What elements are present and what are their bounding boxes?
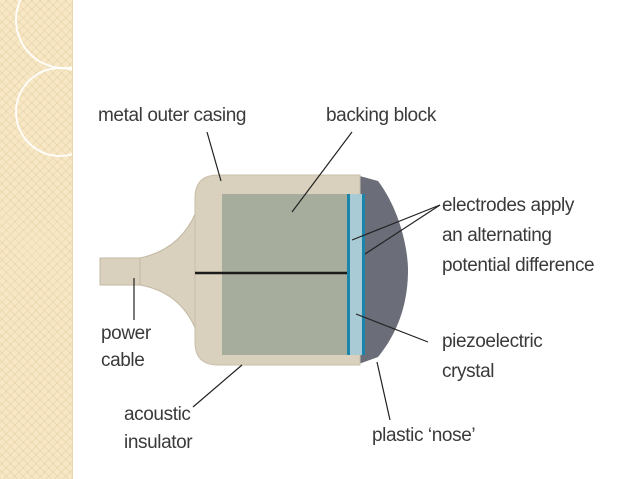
label-electrodes-line-3: potential difference [442, 255, 595, 276]
leader-casing [206, 131, 222, 182]
label-metal-outer-casing: metal outer casing [98, 105, 247, 126]
label-piezo-line-1: piezoelectric [442, 331, 543, 352]
leader-electrodes-1 [351, 204, 441, 241]
piezoelectric-crystal [348, 194, 364, 355]
label-insulator-line-1: acoustic [124, 404, 191, 425]
label-electrodes-line-1: electrodes apply [442, 195, 574, 216]
label-power-line-2: cable [101, 350, 145, 371]
power-cable [99, 257, 143, 286]
leader-nose [376, 361, 391, 421]
label-insulator-line-2: insulator [124, 432, 193, 453]
label-backing-block: backing block [326, 105, 436, 126]
label-power-line-1: power [101, 323, 151, 344]
label-piezo-line-2: crystal [442, 361, 495, 382]
leader-piezo [355, 313, 429, 343]
decorative-side-strip [0, 0, 73, 479]
backing-block [222, 194, 348, 355]
label-plastic-nose: plastic ‘nose’ [372, 425, 476, 446]
leader-insulator [192, 364, 243, 408]
leader-backing [291, 131, 353, 213]
label-electrodes-line-2: an alternating [442, 225, 552, 246]
decorative-circles [15, 0, 72, 157]
cable-funnel [139, 211, 197, 331]
leader-lines [133, 131, 441, 421]
leader-electrodes-2 [364, 204, 441, 255]
